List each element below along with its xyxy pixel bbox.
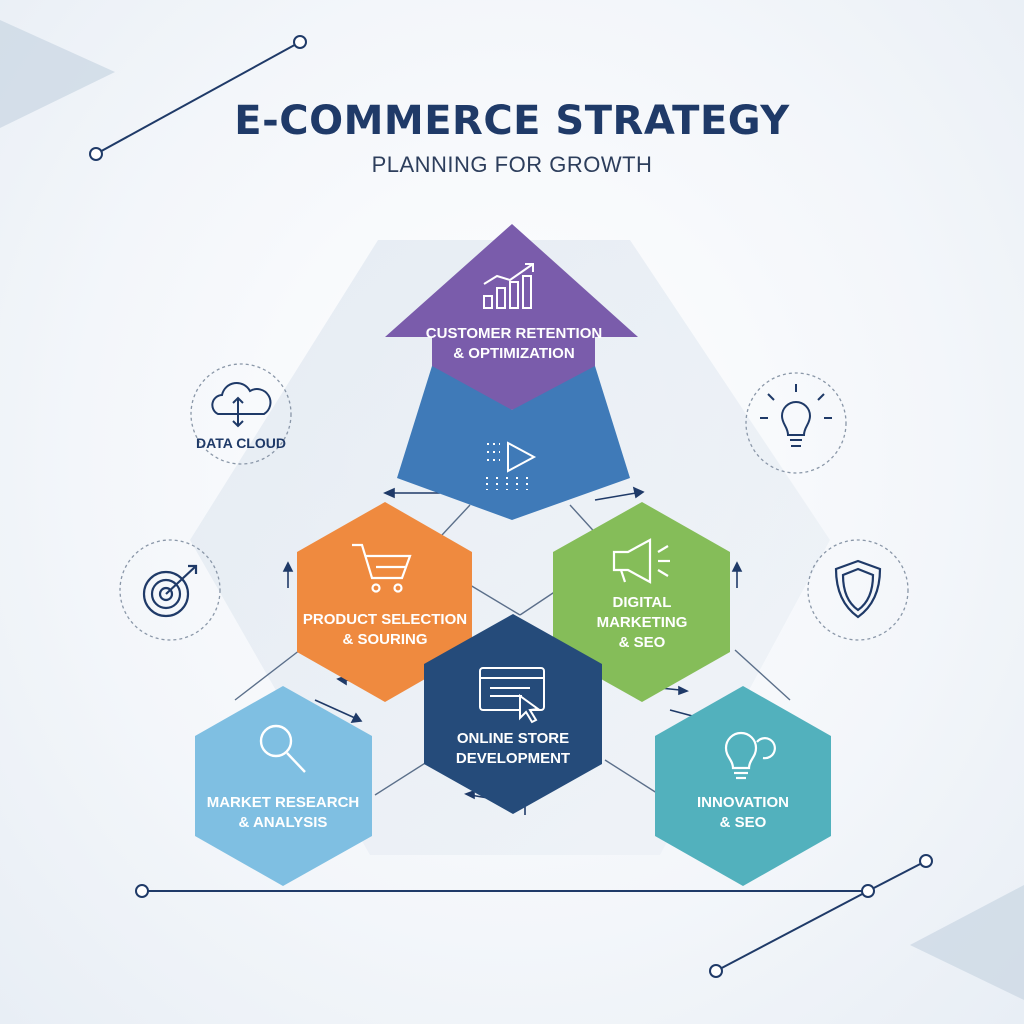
- node-label-line1: CUSTOMER RETENTION: [426, 325, 602, 342]
- node-label-line2: MARKETING: [597, 614, 688, 631]
- megaphone-icon: [612, 538, 670, 584]
- node-label-line2: & ANALYSIS: [239, 814, 328, 831]
- corner-triangle-top-left: [0, 20, 115, 128]
- decor-line-top: [89, 35, 307, 161]
- node-label-line2: & OPTIMIZATION: [453, 345, 574, 362]
- decor-line-bottom: [135, 854, 933, 978]
- side-circle-security: [807, 539, 909, 641]
- node-label-line2: DEVELOPMENT: [456, 750, 570, 767]
- page-title: E-COMMERCE STRATEGY: [234, 98, 790, 144]
- shield-icon: [834, 559, 882, 619]
- backdrop-shape: [190, 240, 830, 855]
- cloud-sync-icon: [211, 381, 272, 428]
- play-data-icon: [486, 441, 537, 490]
- node-label-line1: MARKET RESEARCH: [207, 794, 360, 811]
- node-label-line1: ONLINE STORE: [457, 730, 569, 747]
- lightbulb-icon: [724, 731, 776, 780]
- node-innovation: INNOVATION & SEO: [655, 686, 831, 886]
- node-product-selection: PRODUCT SELECTION & SOURING: [297, 502, 472, 702]
- side-circle-target: [119, 539, 221, 641]
- data-cloud-label: DATA CLOUD: [196, 435, 286, 451]
- side-circle-idea: [745, 372, 847, 474]
- browser-cursor-icon: [479, 667, 545, 724]
- growth-chart-icon: [483, 263, 534, 309]
- side-circle-data-cloud: DATA CLOUD: [190, 363, 292, 465]
- magnifier-icon: [259, 724, 306, 773]
- node-customer-retention: CUSTOMER RETENTION & OPTIMIZATION: [385, 224, 638, 410]
- node-analytics: [397, 366, 630, 520]
- node-digital-marketing: DIGITAL MARKETING & SEO: [553, 502, 730, 702]
- corner-triangle-bottom-right: [910, 885, 1024, 1000]
- node-label-line1: PRODUCT SELECTION: [303, 611, 467, 628]
- node-label-line3: & SEO: [619, 634, 666, 651]
- node-label-line1: DIGITAL: [613, 594, 672, 611]
- lightbulb-icon: [760, 384, 832, 447]
- node-label-line2: & SOURING: [342, 631, 427, 648]
- node-market-research: MARKET RESEARCH & ANALYSIS: [195, 686, 372, 886]
- shopping-cart-icon: [352, 543, 412, 593]
- page-subtitle: PLANNING FOR GROWTH: [371, 152, 653, 177]
- node-online-store: ONLINE STORE DEVELOPMENT: [424, 614, 602, 814]
- node-label-line1: INNOVATION: [697, 794, 789, 811]
- target-icon: [142, 564, 198, 618]
- node-label-line2: & SEO: [720, 814, 767, 831]
